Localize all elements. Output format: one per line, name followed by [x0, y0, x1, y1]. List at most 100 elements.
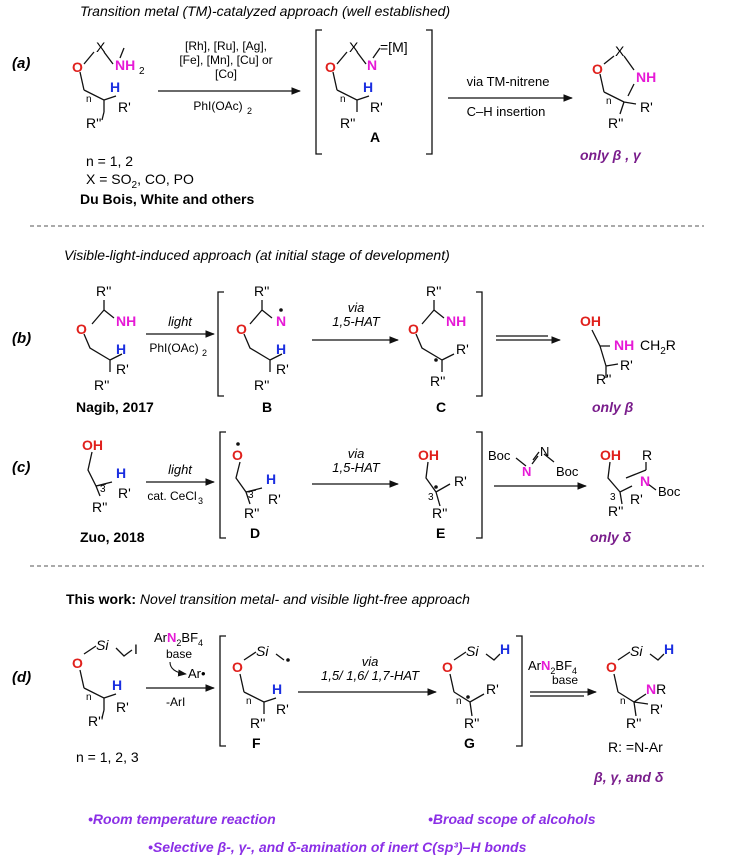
reagent-n-2: N	[540, 444, 549, 459]
product-d: Si H O NR R' R'' n	[606, 641, 674, 731]
intermediate-label-c: C	[436, 399, 446, 415]
atom-o: O	[325, 59, 336, 75]
reagent-a-line4-sub: 2	[247, 106, 252, 116]
index-n: n	[246, 696, 252, 707]
section-a: Transition metal (TM)-catalyzed approach…	[12, 3, 656, 207]
atom-m: =[M]	[380, 39, 408, 55]
atom-h: H	[116, 341, 126, 357]
reagent-n-1: N	[522, 464, 531, 479]
arrow-a1: [Rh], [Ru], [Ag], [Fe], [Mn], [Cu] or [C…	[158, 39, 301, 116]
intermediate-b: R'' N O H R' R'' B	[236, 283, 289, 415]
arrow-d2-line1: via	[362, 654, 379, 669]
reagent-base: base	[166, 647, 192, 661]
atom-x: X	[349, 39, 359, 55]
sub-rpp: R''	[88, 713, 103, 729]
atom-nh: NH	[614, 337, 634, 353]
note-a-authors: Du Bois, White and others	[80, 191, 254, 207]
sub-rp: R'	[276, 361, 289, 377]
sub-rpp: R''	[340, 115, 355, 131]
atom-o: O	[236, 321, 247, 337]
arrow-c1-bottom: cat. CeCl	[147, 489, 196, 503]
sub-rpp: R''	[250, 715, 265, 731]
molecule-d-start: Si I O H R' R'' n	[72, 637, 138, 729]
sub-rp: R'	[486, 681, 499, 697]
reagent-boc-2: Boc	[556, 464, 579, 479]
section-b-heading: Visible-light-induced approach (at initi…	[64, 247, 450, 263]
feature-selective-amination: •Selective β-, γ-, and δ-amination of in…	[148, 839, 527, 855]
arrow-d3: ArN2BF4 base	[528, 658, 597, 697]
sub-rp: R'	[116, 361, 129, 377]
atom-h: H	[363, 79, 373, 95]
feature-room-temperature: •Room temperature reaction	[88, 811, 276, 827]
group-boc: Boc	[658, 484, 681, 499]
product-a: X NH O R' R'' n	[592, 43, 656, 131]
intermediate-d: O H 3 R' R'' D	[232, 442, 281, 541]
arrow-d1: ArN2BF4 base Ar• -ArI	[146, 630, 215, 709]
atom-oh: OH	[580, 313, 601, 329]
section-a-label: (a)	[12, 55, 30, 72]
molecule-a-start: X NH 2 O H R' R'' n	[72, 39, 145, 131]
atom-si: Si	[96, 637, 109, 653]
byproduct-ari: -ArI	[166, 695, 185, 709]
index-3: 3	[100, 484, 106, 495]
section-c: (c) OH H 3 R' R'' light cat. CeCl 3 O H …	[12, 431, 681, 545]
reagent-a-line4: PhI(OAc)	[193, 99, 242, 113]
index-n: n	[620, 696, 626, 707]
result-a: only β , γ	[580, 147, 642, 163]
sub-rp: R'	[456, 341, 469, 357]
arrow-b2-line1: via	[348, 300, 365, 315]
intermediate-e: OH 3 R' R'' E	[418, 447, 467, 541]
radical-dot	[236, 442, 240, 446]
sub-rpp-top: R''	[96, 283, 111, 299]
atom-si: Si	[466, 643, 479, 659]
note-a-x: X = SO2, CO, PO	[86, 171, 194, 191]
atom-h: H	[266, 471, 276, 487]
atom-n-sub: 2	[139, 66, 145, 77]
author-b: Nagib, 2017	[76, 399, 154, 415]
sub-rp: R'	[630, 491, 643, 507]
sub-rp: R'	[268, 491, 281, 507]
atom-nh: NH	[116, 313, 136, 329]
atom-h: H	[664, 641, 674, 657]
index-n: n	[456, 696, 462, 707]
feature-broad-scope: •Broad scope of alcohols	[428, 811, 596, 827]
intermediate-g: Si H O R' R'' n G	[442, 641, 510, 751]
sub-rp: R'	[370, 99, 383, 115]
arrow-d2: via 1,5/ 1,6/ 1,7-HAT	[298, 654, 437, 696]
radical-dot	[286, 658, 290, 662]
atom-x: X	[615, 43, 625, 59]
atom-x: X	[96, 39, 106, 55]
aryl-radical: Ar•	[188, 666, 206, 681]
reagent-a-line3: [Co]	[215, 67, 237, 81]
atom-oh: OH	[82, 437, 103, 453]
intermediate-label-d: D	[250, 525, 260, 541]
sub-rpp: R''	[596, 371, 611, 387]
atom-o: O	[76, 321, 87, 337]
index-n: n	[86, 692, 92, 703]
product-c: OH R N Boc 3 R' R''	[600, 447, 681, 519]
atom-h: H	[112, 677, 122, 693]
atom-n: N	[367, 57, 377, 73]
sub-rp: R'	[640, 99, 653, 115]
atom-n: N	[640, 473, 650, 489]
intermediate-label-e: E	[436, 525, 445, 541]
sub-rpp-top: R''	[426, 283, 441, 299]
intermediate-a: X N =[M] O H R' R'' n A	[325, 39, 408, 145]
atom-oh: OH	[600, 447, 621, 463]
sub-rpp: R''	[244, 505, 259, 521]
author-c: Zuo, 2018	[80, 529, 145, 545]
atom-h: H	[272, 681, 282, 697]
arrow-b1: light PhI(OAc) 2	[146, 314, 215, 358]
atom-nh: NH	[446, 313, 466, 329]
sub-rpp: R''	[608, 115, 623, 131]
note-a-n: n = 1, 2	[86, 153, 133, 169]
section-a-heading: Transition metal (TM)-catalyzed approach…	[80, 3, 450, 19]
index-n: n	[340, 94, 346, 105]
radical-dot	[279, 308, 283, 312]
radical-dot	[466, 695, 470, 699]
sub-rp: R'	[454, 473, 467, 489]
note-d-n: n = 1, 2, 3	[76, 749, 139, 765]
atom-nh: NH	[636, 69, 656, 85]
atom-si: Si	[630, 643, 643, 659]
